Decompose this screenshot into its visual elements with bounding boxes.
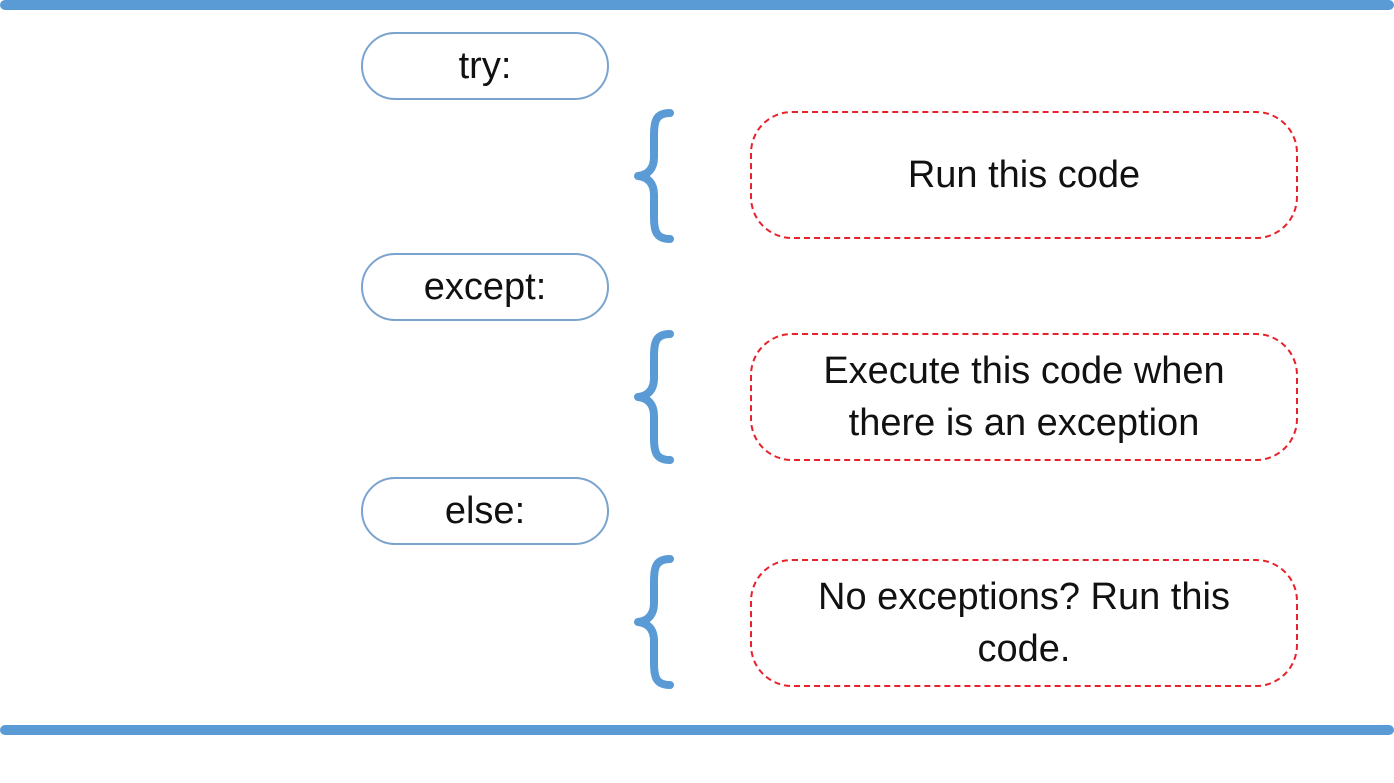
else-keyword-box: else: — [361, 477, 609, 545]
brace-icon — [634, 330, 674, 464]
bottom-rule — [0, 725, 1394, 735]
else-keyword-label: else: — [444, 489, 526, 532]
try-action-box: Run this code — [750, 111, 1298, 239]
else-action-box: No exceptions? Run this code. — [750, 559, 1298, 687]
else-action-label: No exceptions? Run this code. — [818, 575, 1230, 670]
except-keyword-box: except: — [361, 253, 609, 321]
top-rule — [0, 0, 1394, 10]
except-action-label: Execute this code when there is an excep… — [823, 349, 1225, 444]
except-action-box: Execute this code when there is an excep… — [750, 333, 1298, 461]
try-action-label: Run this code — [907, 153, 1141, 196]
brace-icon — [634, 555, 674, 689]
try-keyword-label: try: — [458, 44, 512, 87]
except-keyword-label: except: — [423, 265, 547, 308]
brace-icon — [634, 109, 674, 243]
try-keyword-box: try: — [361, 32, 609, 100]
